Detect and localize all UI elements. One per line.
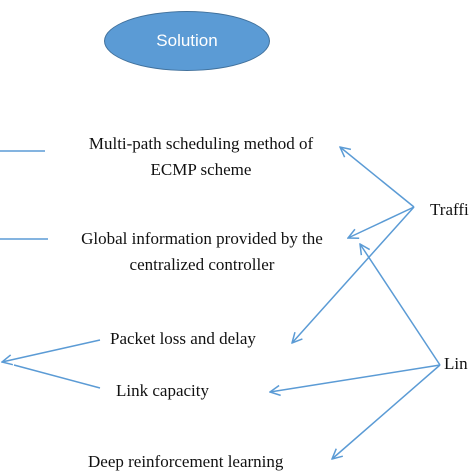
arrow-link-to-link-capacity <box>270 364 441 392</box>
arrow-traffic-to-global <box>348 206 415 238</box>
arrow-traffic-to-packet-loss <box>292 206 415 343</box>
problem-traffic: Traffi <box>430 200 469 219</box>
method-global-info-line1: Global information provided by the <box>81 229 323 248</box>
arrow-link-to-drl <box>332 364 441 459</box>
line-link-capacity-to-left <box>13 364 101 389</box>
solution-label: Solution <box>156 31 218 50</box>
method-ecmp-line1: Multi-path scheduling method of <box>88 134 314 153</box>
arrow-traffic-to-ecmp <box>340 147 415 208</box>
method-drl: Deep reinforcement learning <box>88 452 284 471</box>
method-global-info-line2: centralized controller <box>129 255 275 274</box>
method-packet-loss: Packet loss and delay <box>110 329 256 348</box>
method-global-info: Global information provided by the centr… <box>52 226 352 278</box>
method-ecmp-line2: ECMP scheme <box>150 160 252 179</box>
method-ecmp: Multi-path scheduling method of ECMP sch… <box>56 131 346 183</box>
arrow-packet-loss-to-left <box>2 339 101 362</box>
solution-oval: Solution <box>104 11 270 71</box>
method-link-capacity: Link capacity <box>116 381 209 400</box>
problem-link: Lin <box>444 354 468 373</box>
arrow-link-to-global <box>360 244 441 366</box>
